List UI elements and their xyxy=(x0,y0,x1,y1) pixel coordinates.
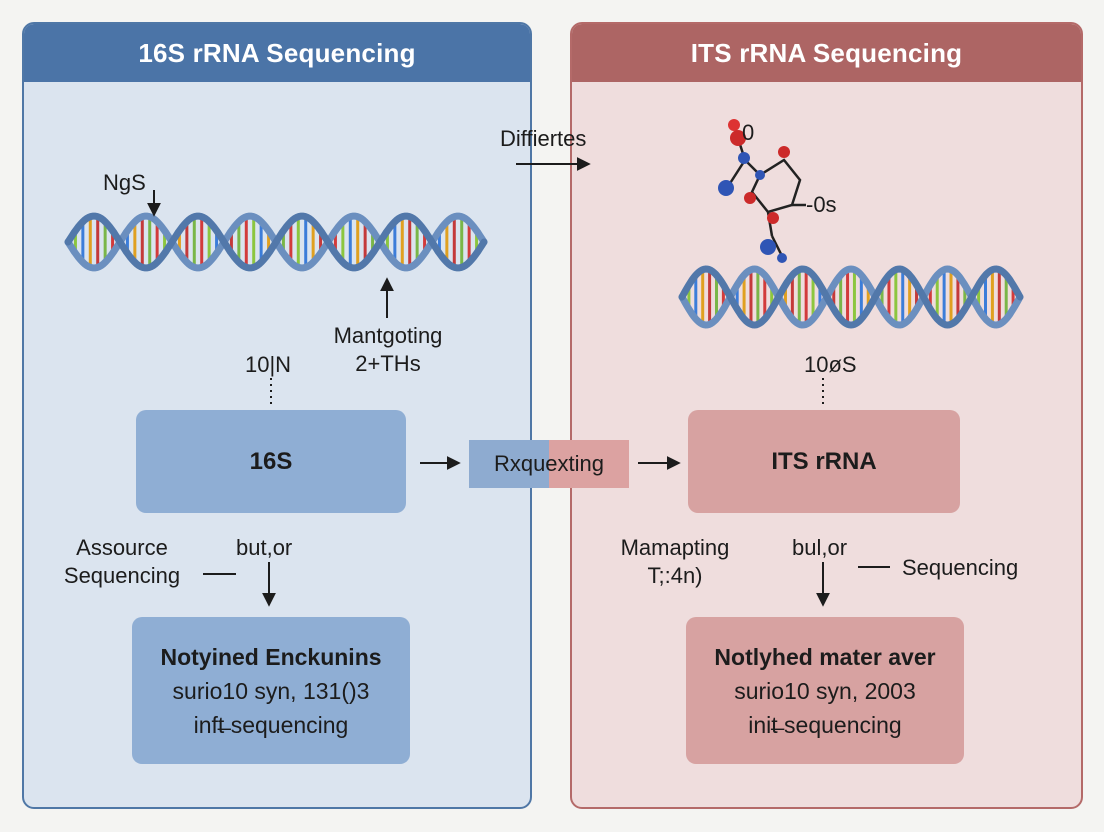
panel-16s-title: 16S rRNA Sequencing xyxy=(24,24,530,82)
dna-helix-right-icon xyxy=(678,265,1024,329)
result-right-line2: surio10 syn, 2003 xyxy=(734,677,916,704)
right-tick-label: 10øS xyxy=(804,352,857,377)
molecule-label-top: 0 xyxy=(742,120,755,145)
result-right-line1: Notlyhed mater aver xyxy=(714,643,936,670)
sequencing-right-label: Sequencing xyxy=(902,555,1019,580)
result-left-line2: surio10 syn, 131()3 xyxy=(172,677,370,704)
mantgoting-label: Mantgoting 2+THs xyxy=(318,323,458,377)
dna-helix-left-icon xyxy=(64,212,488,272)
assource-label: Assource Sequencing xyxy=(52,535,192,589)
panel-its-title: ITS rRNA Sequencing xyxy=(572,24,1081,82)
assource-line2: Sequencing xyxy=(63,563,181,588)
process-box: Rxquexting xyxy=(469,440,629,488)
process-box-label: Rxquexting xyxy=(493,451,605,476)
molecule-label-side: -0s xyxy=(806,192,837,217)
mantgoting-label-line1: Mantgoting xyxy=(333,323,443,348)
bulor-label: bul,or xyxy=(792,535,848,560)
result-right-line3: init̶ sequencing xyxy=(748,711,902,738)
assource-line1: Assource xyxy=(76,535,168,560)
left-tick-label: 10|N xyxy=(245,352,292,377)
box-its: ITS rRNA xyxy=(688,410,960,513)
ngs-label: NgS xyxy=(103,170,146,195)
result-box-right: Notlyhed mater aver surio10 syn, 2003 in… xyxy=(686,617,964,764)
mamapting-label: Mamapting T;:4n) xyxy=(605,535,745,589)
result-left-line3: inft̶ sequencing xyxy=(193,711,349,738)
box-its-label: ITS rRNA xyxy=(771,447,877,475)
mantgoting-label-line2: 2+THs xyxy=(355,351,421,376)
result-box-left: Notyined Enckunins surio10 syn, 131()3 i… xyxy=(132,617,410,764)
mamapting-line2: T;:4n) xyxy=(647,563,703,588)
box-16s: 16S xyxy=(136,410,406,513)
differences-label: Diffiertes xyxy=(500,126,587,151)
butor-label: but,or xyxy=(236,535,293,560)
box-16s-label: 16S xyxy=(249,447,293,475)
result-left-line1: Notyined Enckunins xyxy=(160,643,382,670)
mamapting-line1: Mamapting xyxy=(620,535,730,560)
molecule-icon xyxy=(718,119,806,263)
